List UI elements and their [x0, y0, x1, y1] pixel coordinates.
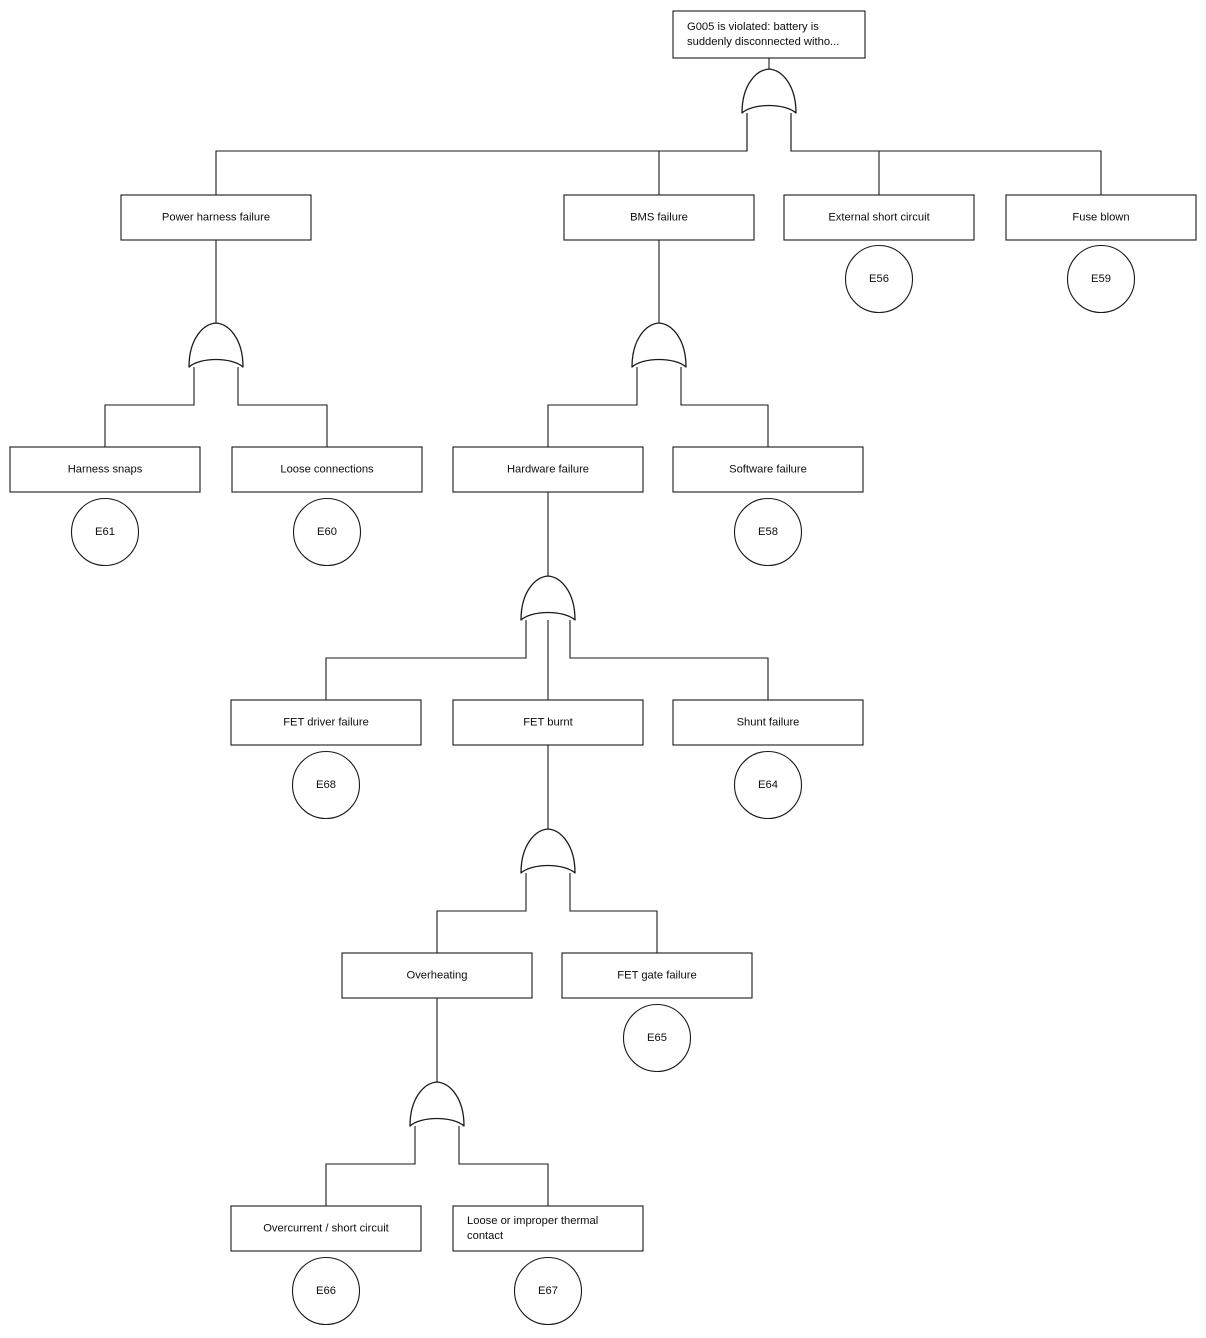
- node-box[interactable]: [672, 699, 864, 746]
- basic-event-circle[interactable]: [1066, 244, 1136, 314]
- node-label: Shunt failure: [737, 716, 800, 728]
- node-label: Software failure: [729, 463, 807, 475]
- node-label: G005 is violated: battery is: [687, 21, 819, 33]
- node-box[interactable]: [452, 699, 644, 746]
- node-label: Power harness failure: [162, 211, 270, 223]
- basic-event-label: E56: [869, 273, 889, 285]
- basic-event[interactable]: E60: [292, 497, 362, 567]
- basic-event-label: E66: [316, 1285, 336, 1297]
- basic-event-circle[interactable]: [291, 750, 361, 820]
- fault-tree-node[interactable]: FET driver failure: [230, 699, 422, 746]
- fault-tree-node[interactable]: Loose connections: [231, 446, 423, 493]
- basic-event-label: E60: [317, 526, 337, 538]
- fault-tree-node[interactable]: Fuse blown: [1005, 194, 1197, 241]
- node-label: suddenly disconnected witho...: [687, 36, 839, 48]
- gate-layer: [188, 68, 797, 1127]
- node-box[interactable]: [672, 446, 864, 493]
- node-label: Loose connections: [280, 463, 374, 475]
- or-gate: [520, 575, 576, 621]
- node-label: contact: [467, 1230, 504, 1242]
- fault-tree-node[interactable]: Hardware failure: [452, 446, 644, 493]
- node-box[interactable]: [452, 1205, 644, 1252]
- fault-tree-node[interactable]: Overcurrent / short circuit: [230, 1205, 422, 1252]
- node-label: Hardware failure: [507, 463, 589, 475]
- or-gate: [631, 322, 687, 368]
- basic-event-label: E68: [316, 779, 336, 791]
- basic-event[interactable]: E65: [622, 1003, 692, 1073]
- node-label: Loose or improper thermal: [467, 1215, 598, 1227]
- basic-event[interactable]: E66: [291, 1256, 361, 1326]
- basic-event[interactable]: E59: [1066, 244, 1136, 314]
- connector-layer: [104, 58, 1102, 1206]
- fault-tree-node[interactable]: Harness snaps: [9, 446, 201, 493]
- node-box[interactable]: [9, 446, 201, 493]
- basic-event-label: E59: [1091, 273, 1111, 285]
- basic-event-circle[interactable]: [513, 1256, 583, 1326]
- or-gate: [188, 322, 244, 368]
- node-label: External short circuit: [828, 211, 930, 223]
- fault-tree-node[interactable]: Overheating: [341, 952, 533, 999]
- fault-tree-node[interactable]: Loose or improper thermal contact: [452, 1205, 644, 1252]
- basic-event-circle[interactable]: [733, 497, 803, 567]
- basic-event-label: E58: [758, 526, 778, 538]
- node-layer: G005 is violated: battery is suddenly dis…: [9, 10, 1197, 1326]
- or-gate: [520, 828, 576, 874]
- node-box[interactable]: [231, 446, 423, 493]
- node-box[interactable]: [120, 194, 312, 241]
- basic-event-label: E64: [758, 779, 778, 791]
- node-box[interactable]: [230, 1205, 422, 1252]
- or-gate: [741, 68, 797, 114]
- basic-event-label: E67: [538, 1285, 558, 1297]
- node-box[interactable]: [563, 194, 755, 241]
- basic-event[interactable]: E56: [844, 244, 914, 314]
- basic-event[interactable]: E67: [513, 1256, 583, 1326]
- node-label: BMS failure: [630, 211, 688, 223]
- basic-event-label: E61: [95, 526, 115, 538]
- node-label: FET burnt: [523, 716, 573, 728]
- fault-tree-node[interactable]: FET gate failure: [561, 952, 753, 999]
- basic-event-circle[interactable]: [292, 497, 362, 567]
- node-label: Overheating: [407, 969, 468, 981]
- node-label: Harness snaps: [68, 463, 143, 475]
- node-box[interactable]: [672, 10, 866, 59]
- node-box[interactable]: [561, 952, 753, 999]
- basic-event[interactable]: E58: [733, 497, 803, 567]
- basic-event-circle[interactable]: [622, 1003, 692, 1073]
- or-gate: [409, 1081, 465, 1127]
- basic-event-circle[interactable]: [291, 1256, 361, 1326]
- basic-event-label: E65: [647, 1032, 667, 1044]
- fault-tree-node[interactable]: External short circuit: [783, 194, 975, 241]
- node-label: FET gate failure: [617, 969, 696, 981]
- basic-event-circle[interactable]: [733, 750, 803, 820]
- fault-tree-node[interactable]: Power harness failure: [120, 194, 312, 241]
- node-label: Fuse blown: [1072, 211, 1129, 223]
- node-label: Overcurrent / short circuit: [263, 1222, 389, 1234]
- basic-event[interactable]: E61: [70, 497, 140, 567]
- basic-event[interactable]: E68: [291, 750, 361, 820]
- node-box[interactable]: [1005, 194, 1197, 241]
- basic-event-circle[interactable]: [70, 497, 140, 567]
- fault-tree-node[interactable]: Shunt failure: [672, 699, 864, 746]
- node-box[interactable]: [452, 446, 644, 493]
- basic-event[interactable]: E64: [733, 750, 803, 820]
- node-box[interactable]: [783, 194, 975, 241]
- fault-tree-node[interactable]: FET burnt: [452, 699, 644, 746]
- fault-tree-node[interactable]: BMS failure: [563, 194, 755, 241]
- fault-tree-node[interactable]: Software failure: [672, 446, 864, 493]
- node-label: FET driver failure: [283, 716, 369, 728]
- basic-event-circle[interactable]: [844, 244, 914, 314]
- fault-tree-node[interactable]: G005 is violated: battery is suddenly dis…: [672, 10, 866, 59]
- node-box[interactable]: [230, 699, 422, 746]
- node-box[interactable]: [341, 952, 533, 999]
